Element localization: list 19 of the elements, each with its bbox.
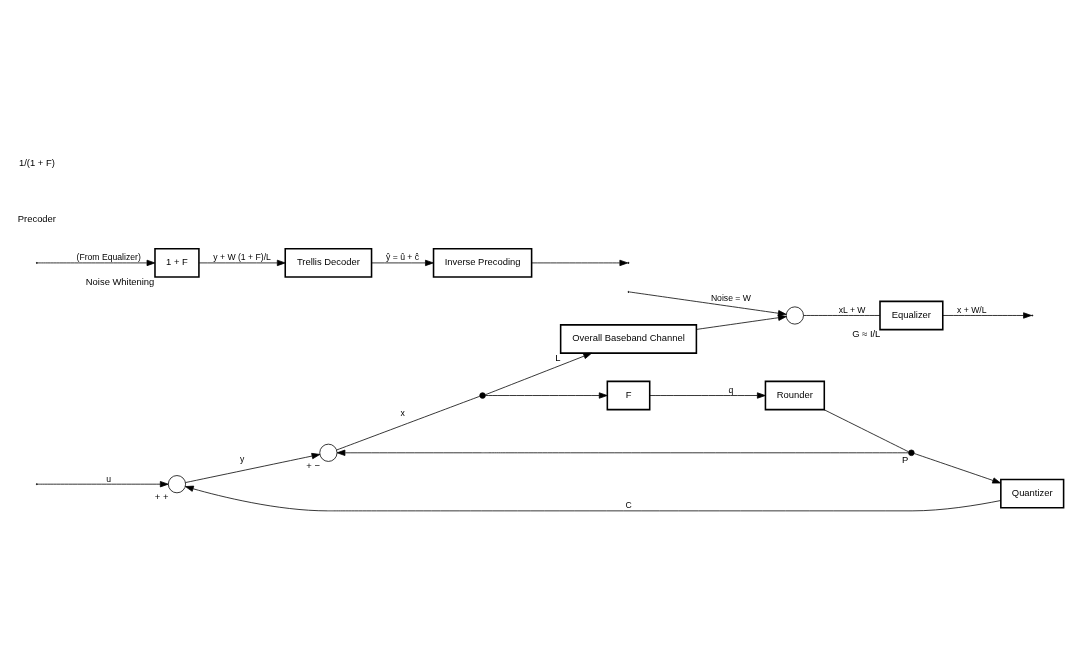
- node-label: + −: [306, 459, 320, 471]
- edge-label: q: [728, 385, 734, 396]
- node-label: P: [901, 454, 909, 466]
- node-label: + +: [154, 491, 169, 503]
- node-label: Noise Whitening: [85, 275, 155, 287]
- edge-label: y + W (1 + F)/L: [213, 252, 271, 263]
- node-label: G ≈ I/L: [852, 328, 881, 340]
- edge-label: Noise = W: [710, 293, 751, 304]
- edge-label: x + W/L: [957, 304, 987, 315]
- edge-label: ŷ = û + ĉ: [385, 252, 420, 263]
- edge-label: x: [400, 407, 405, 418]
- label: Precoder: [17, 213, 56, 225]
- node-label: L: [555, 351, 561, 363]
- edge-label: u: [106, 473, 112, 484]
- edge-label: xL + W: [838, 304, 866, 315]
- edge-label: y: [239, 454, 245, 465]
- edge-label: C: [625, 500, 632, 511]
- label: 1/(1 + F): [18, 156, 55, 168]
- edge-label: (From Equalizer): [76, 252, 141, 263]
